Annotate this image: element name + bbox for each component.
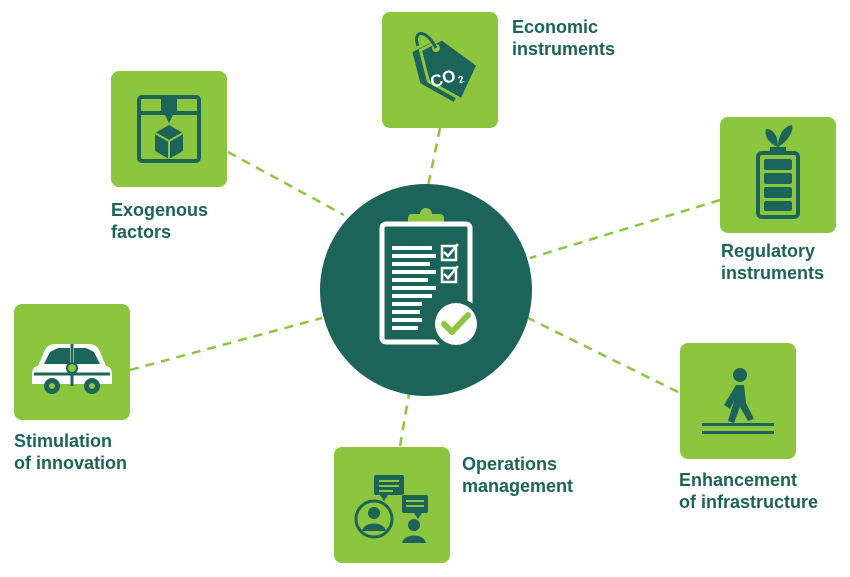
- central-hub: [320, 184, 532, 396]
- connector-operations: [398, 393, 411, 447]
- people-chat-icon: [354, 475, 428, 543]
- label-stimulation-of-innovation: Stimulation of innovation: [14, 431, 127, 473]
- connector-economic: [426, 127, 442, 187]
- tile-stimulation-of-innovation: [14, 304, 130, 420]
- 3d-printer-icon: [137, 95, 201, 163]
- connector-infrastructure: [527, 316, 679, 394]
- connector-innovation: [129, 316, 323, 372]
- tile-exogenous-factors: [111, 71, 227, 187]
- label-regulatory-instruments: Regulatory instruments: [721, 241, 825, 283]
- tile-regulatory-instruments: [720, 117, 836, 233]
- pedestrian-walking-icon: [702, 368, 774, 434]
- connector-regulatory: [529, 198, 721, 260]
- co2-price-tag-icon: CO 2: [412, 32, 480, 102]
- label-enhancement-of-infrastructure: Enhancement of infrastructure: [679, 470, 819, 512]
- connector-exogenous: [227, 150, 345, 217]
- label-operations-management: Operations management: [462, 454, 574, 496]
- label-exogenous-factors: Exogenous factors: [111, 200, 209, 242]
- tile-enhancement-of-infrastructure: [680, 343, 796, 459]
- tile-economic-instruments: CO 2: [382, 12, 498, 128]
- label-economic-instruments: Economic instruments: [512, 17, 616, 59]
- puzzle-car-icon: [32, 344, 112, 394]
- clipboard-checklist-icon: [379, 208, 482, 350]
- tile-operations-management: [334, 447, 450, 563]
- svg-text:2: 2: [457, 74, 466, 86]
- battery-leaf-icon: [756, 125, 800, 219]
